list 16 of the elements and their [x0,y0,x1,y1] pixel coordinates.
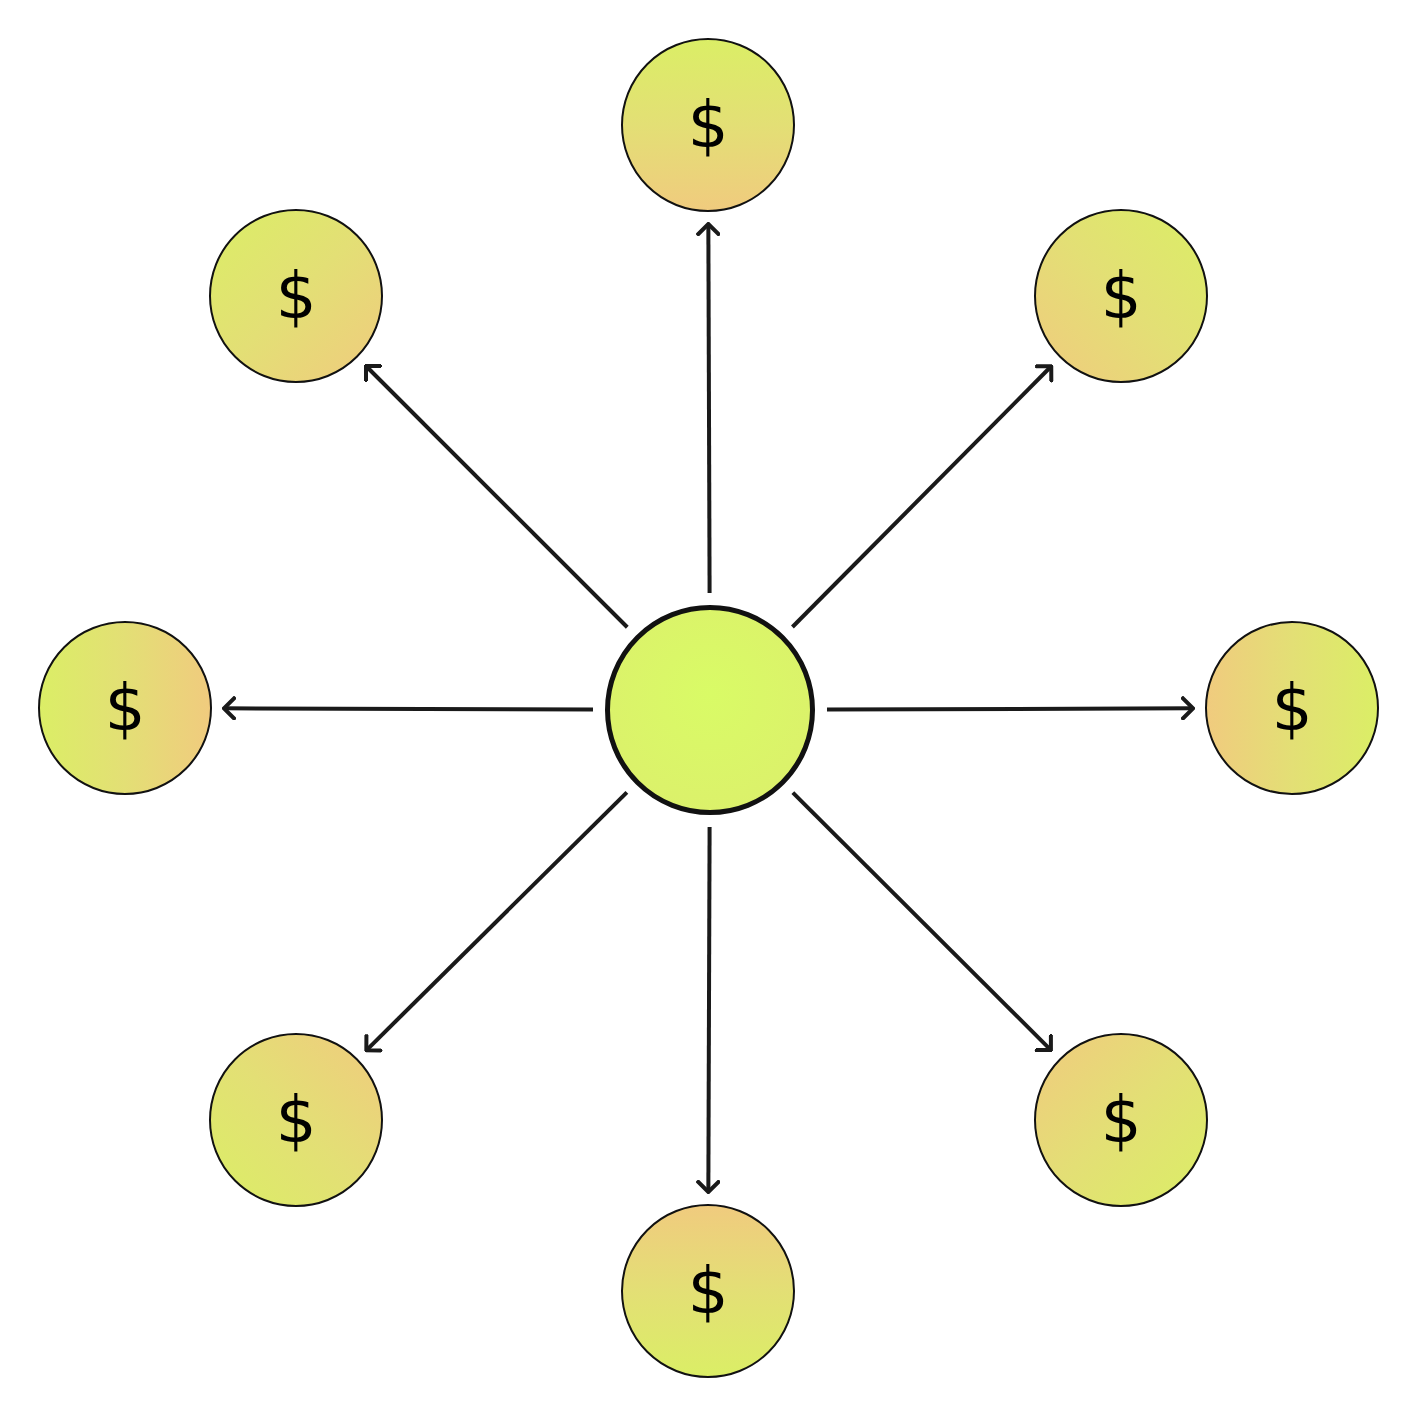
arrow [364,790,629,1053]
dollar-sign: $ [104,676,146,740]
arrow [791,791,1053,1053]
dollar-sign: $ [687,1259,729,1323]
dollar-sign: $ [1100,264,1142,328]
arrow [791,364,1054,629]
dollar-sign: $ [1271,676,1313,740]
dollar-sign: $ [1100,1088,1142,1152]
dollar-sign: $ [687,93,729,157]
arrow [696,222,721,593]
arrow [222,696,593,721]
arrow [827,696,1195,721]
dollar-sign: $ [275,264,317,328]
arrow [696,827,721,1194]
arrow [364,364,629,629]
dollar-sign: $ [275,1088,317,1152]
